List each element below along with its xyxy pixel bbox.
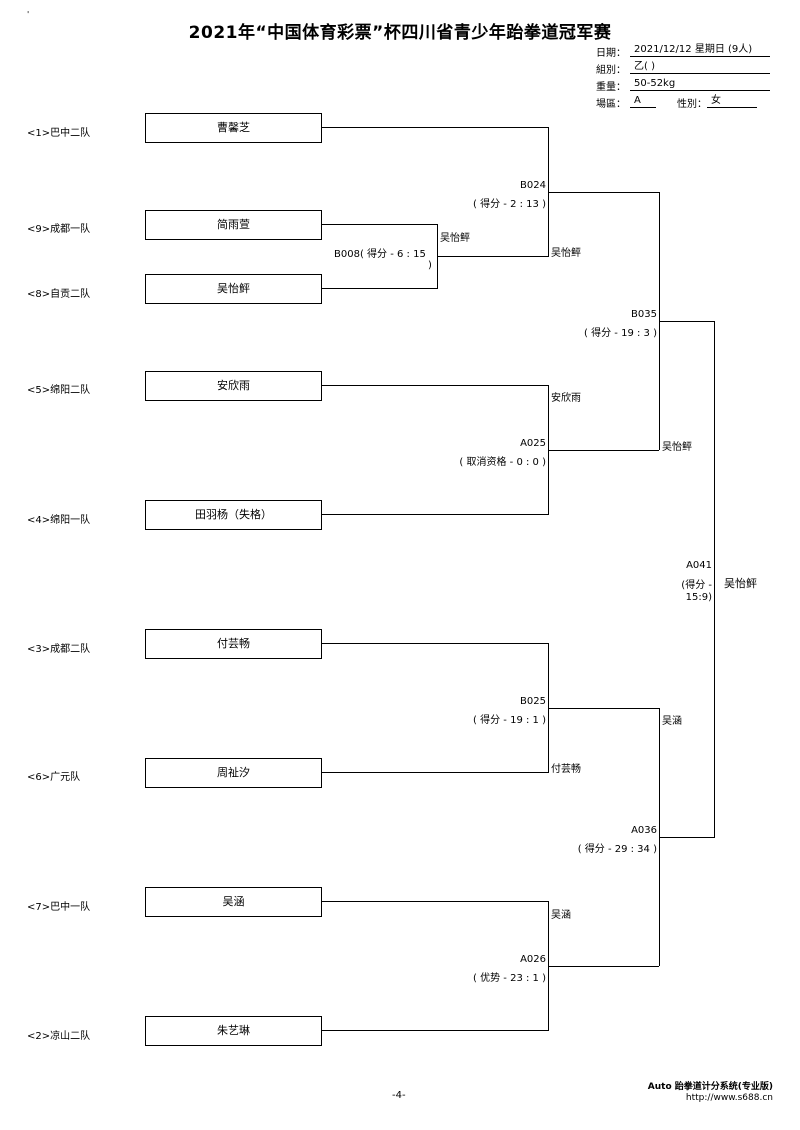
seed-label: <7>巴中一队 [27, 902, 91, 913]
match-winner-a036: 吴涵 [662, 716, 682, 727]
bracket-line [322, 643, 549, 644]
entrant-box: 吴怡鲆 [145, 274, 322, 304]
software-url: http://www.s688.cn [685, 1093, 773, 1103]
match-a026-score: ( 优势 - 23 : 1 ) [473, 973, 546, 984]
gender-value: 女 [707, 95, 757, 108]
corner-mark: ' [27, 10, 30, 19]
seed-label: <4>绵阳一队 [27, 515, 91, 526]
date-value: 2021/12/12 星期日 (9人) [630, 44, 770, 57]
bracket-line [548, 966, 659, 967]
court-value: A [630, 95, 656, 108]
entrant-box: 朱艺琳 [145, 1016, 322, 1046]
match-a041-score-1: (得分 - [681, 580, 712, 591]
match-winner-a025: 安欣雨 [551, 393, 581, 404]
bracket-line [548, 708, 659, 709]
champion-name: 吴怡鲆 [724, 577, 757, 590]
bracket-line [659, 837, 715, 838]
group-label: 組別： [596, 65, 626, 76]
bracket-line [437, 256, 549, 257]
bracket-line [659, 321, 715, 322]
bracket-line [322, 1030, 549, 1031]
seed-label: <2>凉山二队 [27, 1031, 91, 1042]
match-winner-b024: 吴怡鲆 [551, 248, 581, 259]
group-value: 乙( ) [630, 61, 770, 74]
match-a036-id: A036 [631, 825, 657, 836]
bracket-line [548, 192, 659, 193]
bracket-line [548, 450, 659, 451]
bracket-line [322, 224, 438, 225]
match-winner-a026: 吴涵 [551, 910, 571, 921]
match-b025-score: ( 得分 - 19 : 1 ) [473, 715, 546, 726]
bracket-line [322, 772, 549, 773]
date-label: 日期： [596, 48, 626, 59]
bracket-line [322, 288, 438, 289]
seed-label: <3>成都二队 [27, 644, 91, 655]
match-b035-id: B035 [631, 309, 657, 320]
match-b025-id: B025 [520, 696, 546, 707]
entrant-box: 田羽杨（失格） [145, 500, 322, 530]
match-b035-score: ( 得分 - 19 : 3 ) [584, 328, 657, 339]
match-b024-id: B024 [520, 180, 546, 191]
match-b024-score: ( 得分 - 2 : 13 ) [473, 199, 546, 210]
match-winner-b008: 吴怡鲆 [440, 233, 470, 244]
weight-label: 重量： [596, 82, 626, 93]
match-a026-id: A026 [520, 954, 546, 965]
match-a041-id: A041 [686, 560, 712, 571]
match-b008-score: B008( 得分 - 6 : 15 [334, 249, 426, 260]
entrant-box: 简雨萱 [145, 210, 322, 240]
match-a025-score: ( 取消资格 - 0 : 0 ) [459, 457, 546, 468]
bracket-line [322, 514, 549, 515]
seed-label: <5>绵阳二队 [27, 385, 91, 396]
seed-label: <9>成都一队 [27, 224, 91, 235]
entrant-box: 曹馨芝 [145, 113, 322, 143]
match-winner-b035: 吴怡鲆 [662, 442, 692, 453]
court-label: 場區： [596, 99, 626, 110]
entrant-box: 吴涵 [145, 887, 322, 917]
seed-label: <1>巴中二队 [27, 128, 91, 139]
match-a041-score-2: 15:9) [685, 592, 712, 603]
page-title: 2021年“中国体育彩票”杯四川省青少年跆拳道冠军赛 [188, 23, 612, 43]
software-name: Auto 跆拳道计分系统(专业版) [647, 1082, 773, 1092]
page-number: -4- [392, 1090, 406, 1101]
bracket-line [714, 321, 715, 837]
match-a025-id: A025 [520, 438, 546, 449]
entrant-box: 安欣雨 [145, 371, 322, 401]
weight-value: 50-52kg [630, 78, 770, 91]
match-winner-b025: 付芸畅 [551, 764, 581, 775]
entrant-box: 付芸畅 [145, 629, 322, 659]
bracket-line [322, 385, 549, 386]
seed-label: <8>自贡二队 [27, 289, 91, 300]
seed-label: <6>广元队 [27, 772, 81, 783]
entrant-box: 周祉汐 [145, 758, 322, 788]
bracket-line [322, 127, 549, 128]
match-a036-score: ( 得分 - 29 : 34 ) [577, 844, 657, 855]
gender-label: 性別： [677, 99, 707, 110]
match-b008-close: ) [428, 260, 432, 271]
bracket-line [322, 901, 549, 902]
